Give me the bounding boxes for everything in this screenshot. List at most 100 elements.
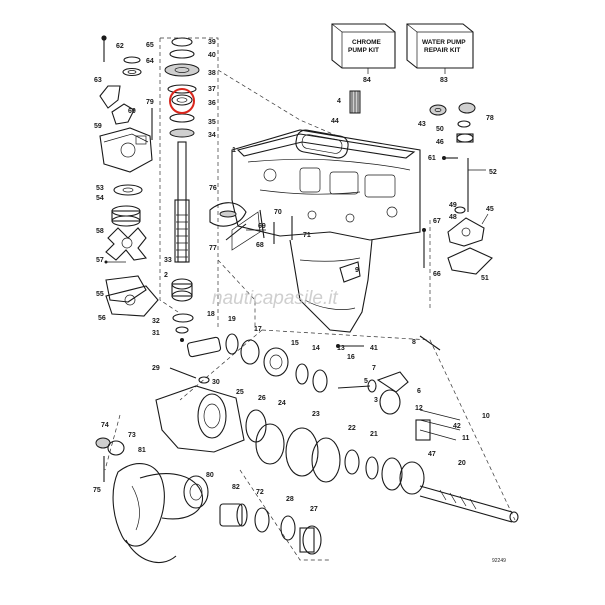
part-label-74: 74 [101, 422, 109, 429]
part-label-72: 72 [256, 489, 264, 496]
drawing-code: 92249 [492, 558, 506, 564]
part-label-33: 33 [164, 257, 172, 264]
part-label-54: 54 [96, 195, 104, 202]
part-label-16: 16 [347, 354, 355, 361]
part-label-12: 12 [415, 405, 423, 412]
part-label-9: 9 [355, 267, 359, 274]
part-label-78: 78 [486, 115, 494, 122]
part-label-41: 41 [370, 345, 378, 352]
part-label-75: 75 [93, 487, 101, 494]
part-label-17: 17 [254, 326, 262, 333]
part-label-67: 67 [433, 218, 441, 225]
part-label-81: 81 [138, 447, 146, 454]
right-side-parts [246, 102, 493, 351]
part-label-70: 70 [274, 209, 282, 216]
drive-shaft-stack [164, 37, 200, 323]
part-label-27: 27 [310, 506, 318, 513]
part-4-block [349, 90, 361, 114]
chrome-pump-kit-box: CHROME PUMP KIT 84 [331, 23, 396, 84]
chrome-kit-number: 84 [363, 77, 371, 84]
part-label-66: 66 [433, 271, 441, 278]
assembly-guide-lines [104, 37, 516, 561]
part-label-40: 40 [208, 52, 216, 59]
part-label-71: 71 [303, 232, 311, 239]
part-label-38: 38 [208, 70, 216, 77]
part-label-22: 22 [348, 425, 356, 432]
part-label-7: 7 [372, 365, 376, 372]
part-label-13: 13 [337, 345, 345, 352]
part-label-52: 52 [489, 169, 497, 176]
part-label-4: 4 [337, 98, 341, 105]
water-kit-line2: REPAIR KIT [424, 47, 460, 54]
water-kit-number: 83 [440, 77, 448, 84]
part-label-58: 58 [96, 228, 104, 235]
part-label-43: 43 [418, 121, 426, 128]
part-label-65: 65 [146, 42, 154, 49]
part-label-47: 47 [428, 451, 436, 458]
part-label-1: 1 [232, 147, 236, 154]
part-label-10: 10 [482, 413, 490, 420]
water-pump-repair-kit-box: WATER PUMP REPAIR KIT 83 [406, 23, 474, 84]
chrome-kit-line2: PUMP KIT [348, 47, 379, 54]
part-label-5: 5 [364, 378, 368, 385]
part-label-32: 32 [152, 318, 160, 325]
part-label-50: 50 [436, 126, 444, 133]
part-number-labels: 1 2 3 4 5 6 7 8 9 10 11 12 13 14 15 16 1… [93, 39, 497, 513]
part-label-62: 62 [116, 43, 124, 50]
part-label-48: 48 [449, 214, 457, 221]
part-label-29: 29 [152, 365, 160, 372]
part-label-37: 37 [208, 86, 216, 93]
gear-train [155, 333, 519, 523]
part-label-11: 11 [462, 435, 470, 442]
part-label-55: 55 [96, 291, 104, 298]
part-label-68: 68 [256, 242, 264, 249]
part-label-2: 2 [164, 272, 168, 279]
watermark: nauticapasile.it [212, 288, 338, 309]
part-label-6: 6 [417, 388, 421, 395]
part-label-20: 20 [458, 460, 466, 467]
part-label-24: 24 [278, 400, 286, 407]
part-label-15: 15 [291, 340, 299, 347]
part-label-39: 39 [208, 39, 216, 46]
part-label-36: 36 [208, 100, 216, 107]
part-label-3: 3 [374, 397, 378, 404]
propeller-assembly [95, 437, 322, 564]
part-label-61: 61 [428, 155, 436, 162]
part-label-18: 18 [207, 311, 215, 318]
part-label-35: 35 [208, 119, 216, 126]
part-label-53: 53 [96, 185, 104, 192]
part-label-28: 28 [286, 496, 294, 503]
chrome-kit-line1: CHROME [352, 39, 382, 46]
part-label-51: 51 [481, 275, 489, 282]
water-kit-line1: WATER PUMP [422, 39, 466, 46]
part-label-8: 8 [412, 339, 416, 346]
part-44-gasket [295, 129, 349, 159]
part-label-56: 56 [98, 315, 106, 322]
part-label-77: 77 [209, 245, 217, 252]
part-label-26: 26 [258, 395, 266, 402]
part-label-60: 60 [128, 108, 136, 115]
part-label-76: 76 [209, 185, 217, 192]
part-label-21: 21 [370, 431, 378, 438]
part-label-42: 42 [453, 423, 461, 430]
part-label-46: 46 [436, 139, 444, 146]
part-label-31: 31 [152, 330, 160, 337]
part-label-79: 79 [146, 99, 154, 106]
part-label-34: 34 [208, 132, 216, 139]
part-label-59: 59 [94, 123, 102, 130]
part-label-49: 49 [449, 202, 457, 209]
part-label-80: 80 [206, 472, 214, 479]
part-label-30: 30 [212, 379, 220, 386]
shift-lever-parts [209, 202, 293, 244]
part-label-63: 63 [94, 77, 102, 84]
highlight-circle-part-36 [169, 88, 195, 114]
part-label-14: 14 [312, 345, 320, 352]
part-label-44: 44 [331, 118, 339, 125]
part-label-45: 45 [486, 206, 494, 213]
part-label-57: 57 [96, 257, 104, 264]
part-label-69: 69 [258, 223, 266, 230]
part-label-73: 73 [128, 432, 136, 439]
part-label-19: 19 [228, 316, 236, 323]
part-label-25: 25 [236, 389, 244, 396]
